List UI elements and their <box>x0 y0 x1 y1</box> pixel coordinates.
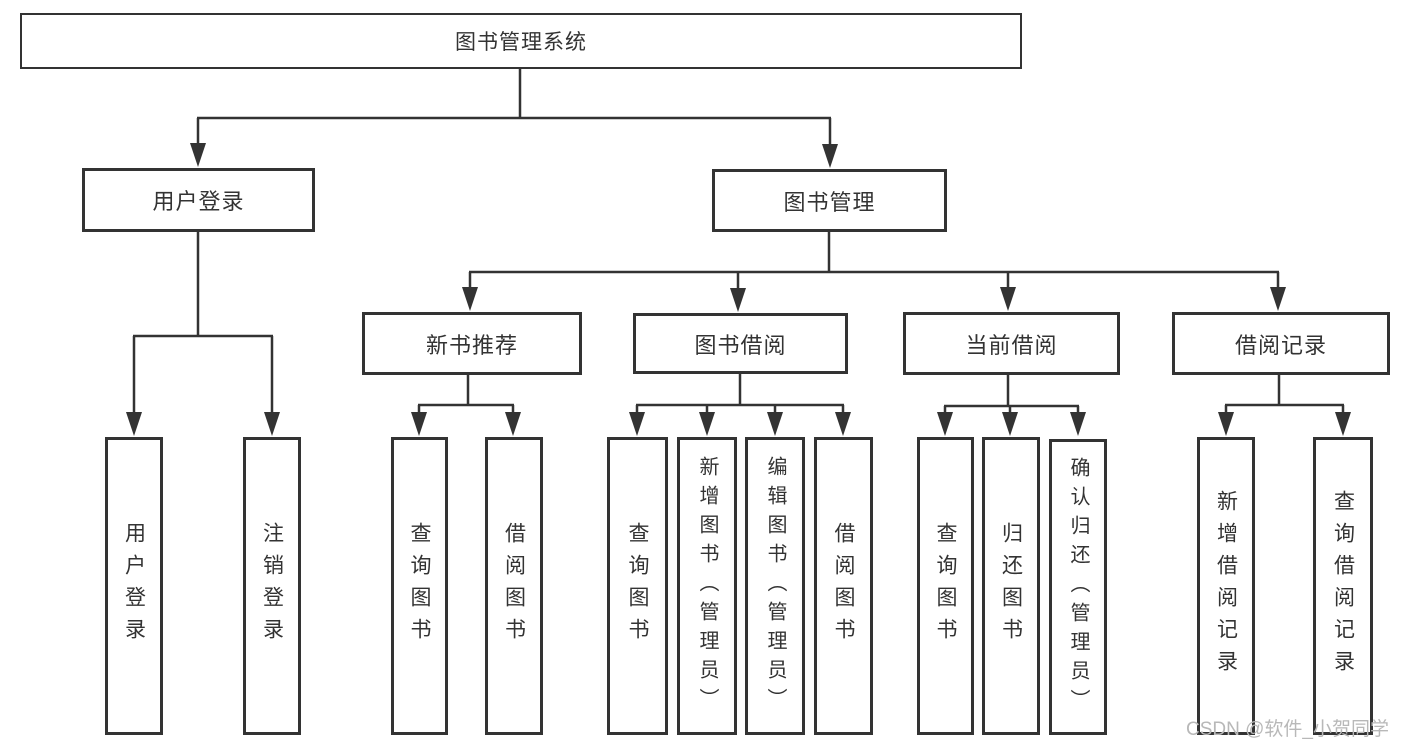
node-add-books-admin: 新增图书（管理员） <box>677 437 737 735</box>
node-return-books: 归还图书 <box>982 437 1040 735</box>
node-query-borrow-record: 查询借阅记录 <box>1313 437 1373 735</box>
connector-borrow-record-to-children <box>1218 375 1351 436</box>
node-borrowing-records: 借阅记录 <box>1172 312 1390 375</box>
node-query-books-borrowing: 查询图书 <box>607 437 668 735</box>
node-borrow-books-action: 借阅图书 <box>814 437 873 735</box>
connector-user-login-to-children <box>126 232 280 436</box>
node-root: 图书管理系统 <box>20 13 1022 69</box>
node-borrow-books-recommend: 借阅图书 <box>485 437 543 735</box>
node-logout-action: 注销登录 <box>243 437 301 735</box>
connector-root-to-level2 <box>190 69 838 168</box>
node-add-borrow-record: 新增借阅记录 <box>1197 437 1255 735</box>
connector-new-book-to-children <box>411 375 521 436</box>
connector-current-borrow-to-children <box>937 375 1086 436</box>
node-user-login: 用户登录 <box>82 168 315 232</box>
node-current-borrowing: 当前借阅 <box>903 312 1120 375</box>
connector-book-management-to-level3 <box>462 232 1286 312</box>
node-book-borrowing: 图书借阅 <box>633 313 848 374</box>
node-query-books-recommend: 查询图书 <box>391 437 448 735</box>
csdn-watermark: CSDN @软件_小贺同学 <box>1186 719 1389 740</box>
connector-book-borrow-to-children <box>629 374 851 436</box>
node-new-book-recommendation: 新书推荐 <box>362 312 582 375</box>
node-confirm-return-admin: 确认归还（管理员） <box>1049 439 1107 735</box>
node-book-management: 图书管理 <box>712 169 947 232</box>
node-edit-books-admin: 编辑图书（管理员） <box>745 437 805 735</box>
node-query-books-current: 查询图书 <box>917 437 974 735</box>
node-user-login-action: 用户登录 <box>105 437 163 735</box>
